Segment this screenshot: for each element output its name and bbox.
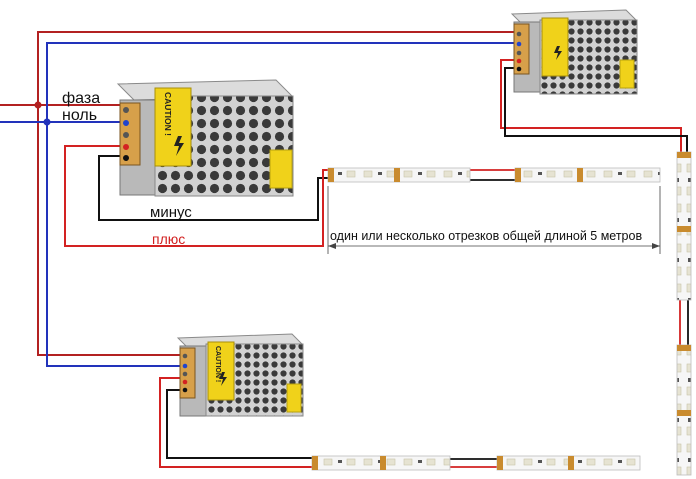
led-strip-vertical-1 [676, 151, 692, 301]
strip-length-label: один или несколько отрезков общей длиной… [330, 229, 643, 243]
caution-label-text: CAUTION ! [163, 92, 173, 136]
terminal-screw [182, 353, 188, 359]
plus-wire-psu3 [159, 377, 312, 468]
plus-label: плюс [152, 231, 186, 247]
phase-junction-dot [34, 101, 42, 109]
terminal-screw [182, 363, 188, 369]
phase-label: фаза [62, 90, 101, 107]
minus-wire-psu2 [504, 67, 688, 152]
terminal-screw-plus [123, 144, 129, 150]
minus-label: минус [150, 204, 192, 221]
minus-wire-psu3 [166, 389, 312, 459]
high-voltage-icon [219, 372, 227, 386]
strip-jumper-top [470, 169, 515, 181]
led-strip-top-2 [514, 167, 661, 183]
terminal-screw-minus [123, 155, 129, 161]
terminal-screw [516, 31, 522, 37]
terminal-screw-ground [123, 132, 129, 138]
terminal-screw [182, 371, 188, 377]
power-supply-top-right [510, 9, 638, 95]
neutral-junction-dot [43, 118, 51, 126]
terminal-screw [516, 58, 522, 64]
terminal-screw-l [123, 107, 129, 113]
caution-label [154, 87, 192, 167]
terminal-block [119, 102, 141, 166]
power-supply-bottom: CAUTION ! [176, 333, 304, 417]
strip-jumper-vertical [679, 300, 689, 345]
caution-label [541, 17, 569, 77]
terminal-screw [182, 387, 188, 393]
minus-wire-psu1 [98, 155, 328, 221]
neutral-wire [0, 42, 515, 367]
plus-wire-psu1 [64, 145, 328, 247]
led-strip-bottom-2 [496, 455, 641, 471]
phase-wire [0, 31, 515, 356]
terminal-screw-n [123, 120, 129, 126]
high-voltage-icon [554, 46, 562, 60]
dimension-line [327, 186, 661, 254]
led-strip-vertical-2 [676, 344, 692, 476]
caution-label-text: CAUTION ! [214, 346, 221, 382]
power-supply-main: CAUTION ! [116, 79, 294, 197]
terminal-screw [516, 66, 522, 72]
led-strip-bottom-1 [311, 455, 451, 471]
high-voltage-icon [174, 136, 184, 156]
caution-label [207, 341, 235, 401]
neutral-label: ноль [62, 107, 98, 124]
led-strip-top-1 [327, 167, 471, 183]
terminal-screw [516, 50, 522, 56]
terminal-screw [516, 41, 522, 47]
strip-jumper-bottom [450, 458, 497, 468]
terminal-screw [182, 379, 188, 385]
